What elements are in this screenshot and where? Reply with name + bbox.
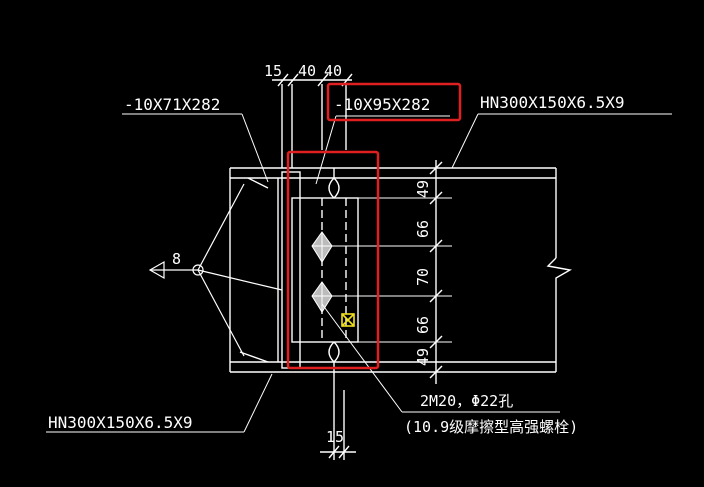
bolt-lower [311,281,333,313]
weld-size-label: 8 [172,250,181,268]
plate-left [281,171,301,369]
dim-bottom-15: 15 [326,428,344,446]
vertical-dimension-chain [429,160,443,384]
dim-top-40-b: 40 [324,62,342,80]
dim-vertical-66-upper: 66 [414,220,432,238]
plate-left-label: -10X71X282 [124,95,220,114]
weld-symbol [148,183,283,357]
highlight-box-label [326,82,462,122]
leader-lines [46,113,672,433]
dim-vertical-66-lower: 66 [414,316,432,334]
dim-top-40-a: 40 [298,62,316,80]
snap-marker-icon[interactable] [341,313,355,327]
bolt-rows [332,197,452,343]
left-beam-section [229,167,556,373]
plate-right-label: -10X95X282 [334,95,430,114]
bolt-upper [311,231,333,263]
dim-vertical-70: 70 [414,268,432,286]
bottom-dimension [320,372,356,460]
beam-top-label: HN300X150X6.5X9 [480,93,625,112]
dim-vertical-49-bottom: 49 [414,348,432,366]
bolt-spec-line2: (10.9级摩擦型高强螺栓) [404,418,578,436]
dim-top-15: 15 [264,62,282,80]
highlight-box-plate [286,150,380,370]
top-dimension-chain [272,73,353,168]
right-beam-section [328,168,573,372]
beam-bottom-label: HN300X150X6.5X9 [48,413,193,432]
dim-vertical-49-top: 49 [414,180,432,198]
bolt-spec-line1: 2M20，Φ22孔 [420,392,513,410]
